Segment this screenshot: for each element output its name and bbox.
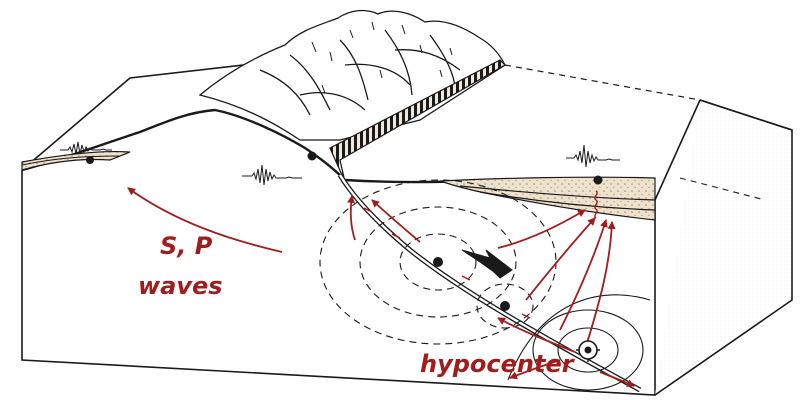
seismogram-left [60,141,112,155]
seismogram-right [566,144,620,168]
rupture-point-lower [500,301,510,311]
basin-amplification-squiggle [594,190,598,219]
rupture-point-upper [433,257,443,267]
hypocenter-label: hypocenter [420,350,576,378]
wave-arrow-hypo-up [587,221,616,341]
wave-arrow-to-station-2 [525,217,596,301]
wave-arrow-up-left [347,195,356,241]
crust-block [21,61,793,396]
wave-arrow-hypo-left [497,317,576,353]
wavefronts [319,179,557,345]
mountain-range [198,9,506,141]
rupture-arrow-up [371,199,421,243]
rupture-point-surface [307,151,317,161]
left-basin-sediment [21,150,131,171]
slip-direction-arrow [461,249,513,279]
fault-tick-marks [363,207,531,319]
waves-label-line1: S, P [160,232,213,260]
station-right [593,175,603,185]
wave-arrow-to-station-1 [497,209,586,249]
wave-arrow-hypo-down [509,359,561,380]
station-left [86,156,94,164]
right-basin-sediment [439,176,656,221]
waves-label-line2: waves [138,272,223,300]
wave-arrows [127,187,635,387]
seismogram-center [242,164,302,186]
wave-arrow-to-station-3 [559,219,608,331]
wave-arrow-left [127,187,283,253]
rupture-arrow-down [599,371,635,387]
hypocenter-marker [576,338,600,362]
